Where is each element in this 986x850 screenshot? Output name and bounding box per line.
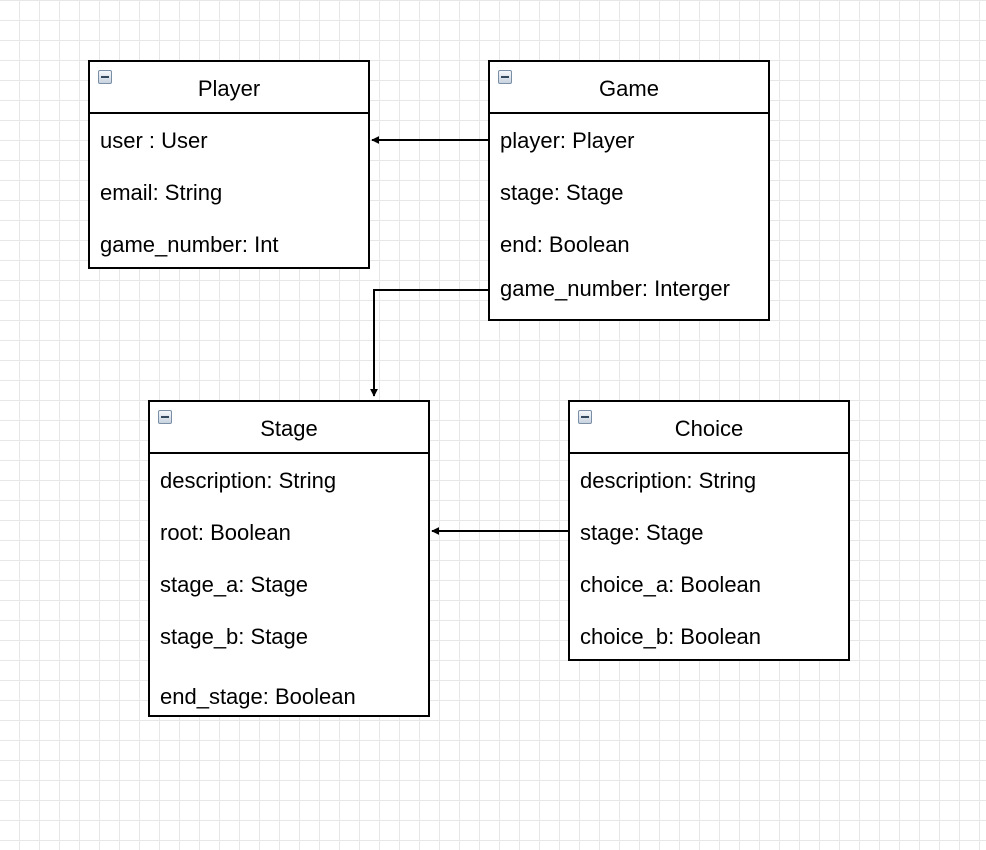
- class-game-header[interactable]: Game: [490, 62, 768, 114]
- attribute-description[interactable]: description: String: [160, 468, 337, 493]
- attribute-player[interactable]: player: Player: [500, 128, 635, 153]
- class-stage-header[interactable]: Stage: [150, 402, 428, 454]
- class-player-header[interactable]: Player: [90, 62, 368, 114]
- collapse-minus-icon[interactable]: [98, 70, 112, 84]
- attribute-game-number[interactable]: game_number: Int: [100, 232, 279, 257]
- class-player[interactable]: Player user : User email: String game_nu…: [88, 60, 370, 269]
- relation-game-stage-arrow[interactable]: [370, 289, 488, 397]
- attribute-stage[interactable]: stage: Stage: [580, 520, 704, 545]
- class-stage[interactable]: Stage description: String root: Boolean …: [148, 400, 430, 717]
- attribute-email[interactable]: email: String: [100, 180, 223, 205]
- attribute-choice-b[interactable]: choice_b: Boolean: [580, 624, 762, 649]
- attribute-stage-b[interactable]: stage_b: Stage: [160, 624, 309, 649]
- class-player-name: Player: [197, 76, 261, 101]
- class-choice-header[interactable]: Choice: [570, 402, 848, 454]
- class-game[interactable]: Game player: Player stage: Stage end: Bo…: [488, 60, 770, 321]
- collapse-minus-icon[interactable]: [578, 410, 592, 424]
- class-stage-name: Stage: [260, 416, 318, 441]
- attribute-game-number[interactable]: game_number: Interger: [500, 276, 730, 301]
- attribute-choice-a[interactable]: choice_a: Boolean: [580, 572, 762, 597]
- class-game-name: Game: [599, 76, 659, 101]
- class-choice-name: Choice: [674, 416, 744, 441]
- collapse-minus-icon[interactable]: [158, 410, 172, 424]
- attribute-description[interactable]: description: String: [580, 468, 757, 493]
- attribute-root[interactable]: root: Boolean: [160, 520, 291, 545]
- attribute-stage-a[interactable]: stage_a: Stage: [160, 572, 309, 597]
- collapse-minus-icon[interactable]: [498, 70, 512, 84]
- attribute-user[interactable]: user : User: [100, 128, 208, 153]
- attribute-stage[interactable]: stage: Stage: [500, 180, 624, 205]
- attribute-end-stage[interactable]: end_stage: Boolean: [160, 684, 356, 709]
- attribute-end[interactable]: end: Boolean: [500, 232, 630, 257]
- class-choice[interactable]: Choice description: String stage: Stage …: [568, 400, 850, 661]
